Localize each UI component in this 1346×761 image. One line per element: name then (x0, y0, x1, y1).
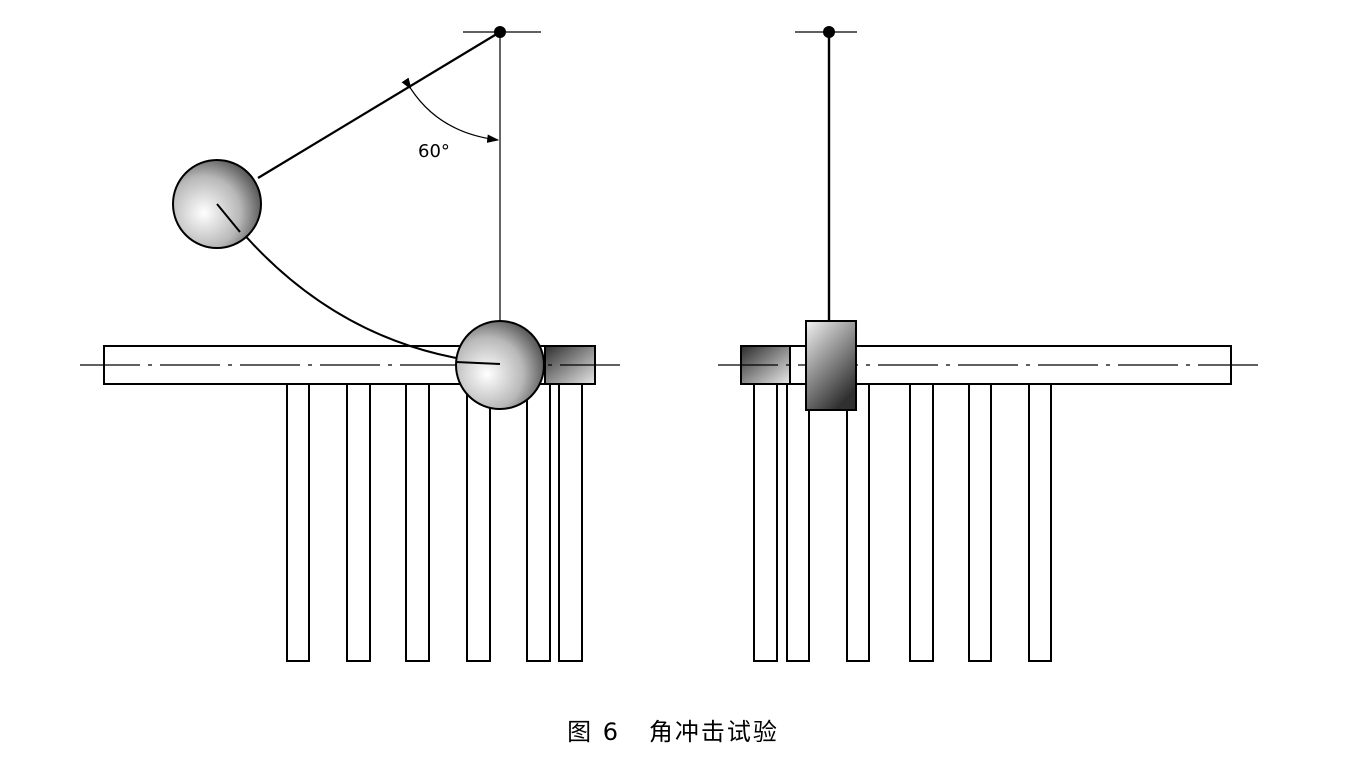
figure-caption-number: 图 6 (567, 718, 620, 746)
impact-ball-radius-mark (455, 361, 501, 365)
swing-path-arc (218, 203, 501, 365)
right-pivot-point (823, 26, 835, 38)
left-post-4 (466, 383, 491, 662)
left-pivot-point (494, 26, 506, 38)
figure-caption: 图 6 角冲击试验 (0, 712, 1346, 747)
left-post-6 (558, 383, 583, 662)
left-post-1 (286, 383, 310, 662)
right-post-6 (1028, 383, 1052, 662)
right-post-3 (846, 383, 870, 662)
right-post-1 (753, 383, 778, 662)
right-view (718, 26, 1262, 662)
angle-label: 60° (418, 141, 450, 162)
left-view: 60° (80, 26, 627, 662)
figure-caption-title: 角冲击试验 (648, 718, 779, 746)
right-support-posts (753, 383, 1052, 662)
right-post-4 (909, 383, 934, 662)
raised-pendulum-string (257, 31, 501, 179)
impact-ball (455, 320, 545, 410)
raised-ball-radius-mark (216, 203, 241, 233)
right-post-5 (968, 383, 992, 662)
left-post-2 (346, 383, 371, 662)
left-post-3 (405, 383, 430, 662)
right-post-2 (786, 383, 810, 662)
right-impactor-block (805, 320, 857, 411)
angle-arc (401, 77, 500, 143)
left-post-5 (526, 383, 551, 662)
left-support-posts (286, 383, 583, 662)
